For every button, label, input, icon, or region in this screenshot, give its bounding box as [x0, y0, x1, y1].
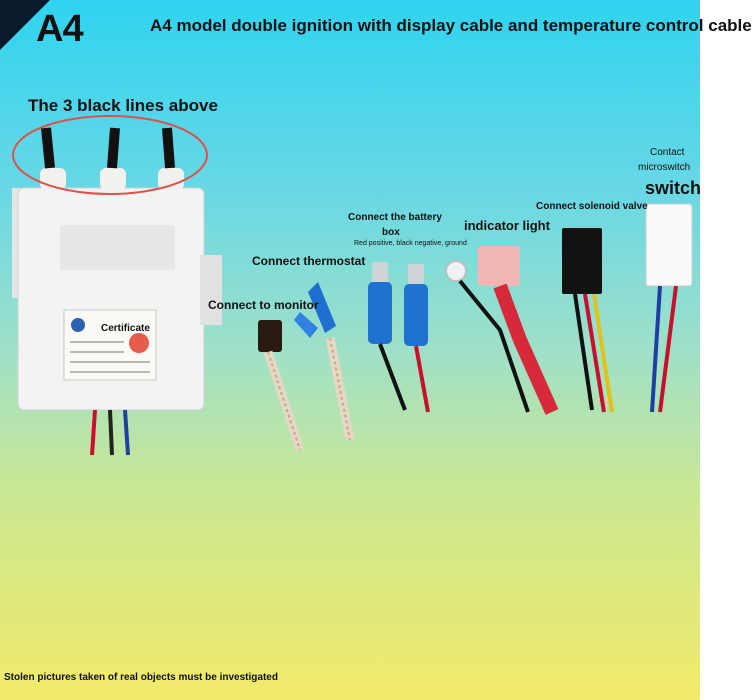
switch-label: switch — [645, 178, 702, 198]
battery-connectors — [368, 262, 430, 413]
indicator-label: indicator light — [464, 218, 550, 233]
monitor-label: Connect to monitor — [208, 298, 319, 312]
certificate-seal-icon — [129, 333, 149, 353]
thermostat-connector — [294, 282, 355, 441]
footer-notice: Stolen pictures taken of real objects mu… — [4, 672, 278, 683]
battery-label-line2: box — [382, 227, 400, 238]
certificate-label: Certificate — [101, 323, 150, 334]
highlight-ring — [12, 115, 208, 195]
three-black-lines — [12, 115, 208, 195]
indicator-light — [445, 246, 559, 415]
monitor-connector — [258, 320, 305, 452]
battery-label: Connect the battery — [348, 212, 442, 223]
contact-label: Contact — [650, 147, 685, 158]
solenoid-label: Connect solenoid valve — [536, 201, 648, 212]
battery-polarity-note: Red positive, black negative, ground — [354, 240, 467, 247]
corner-triangle — [0, 0, 50, 50]
headline: A4 model double ignition with display ca… — [150, 16, 752, 35]
thermostat-label: Connect thermostat — [252, 254, 366, 268]
microswitch-label: microswitch — [638, 162, 691, 173]
solenoid-connector — [562, 228, 614, 413]
model-badge: A4 — [36, 8, 84, 50]
microswitch-connector — [645, 203, 693, 413]
lines-callout: The 3 black lines above — [28, 96, 218, 115]
product-illustration — [12, 115, 693, 456]
logo-icon — [71, 318, 85, 332]
ignition-module — [12, 187, 222, 456]
